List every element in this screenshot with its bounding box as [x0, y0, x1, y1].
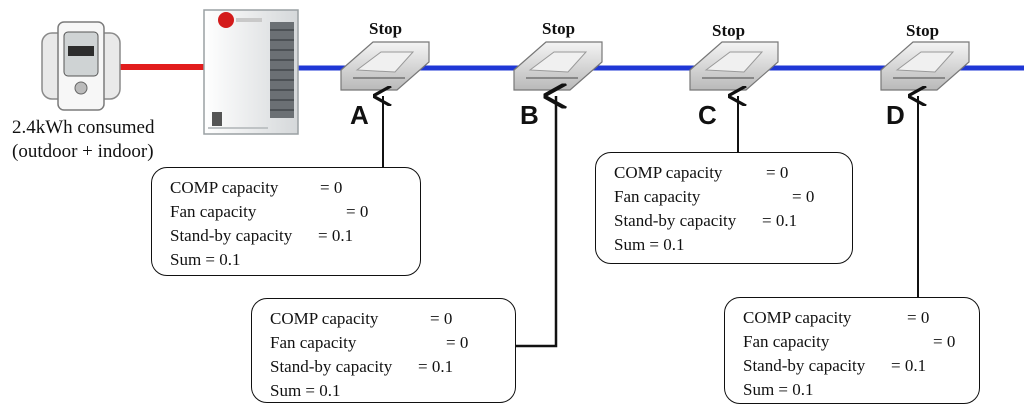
standby-capacity-label: Stand-by capacity [743, 356, 866, 375]
capacity-box-b: COMP capacity = 0 Fan capacity = 0 Stand-b… [251, 298, 516, 403]
fan-capacity-label: Fan capacity [170, 202, 257, 221]
comp-capacity-value: = 0 [430, 309, 453, 328]
unit-c-status: Stop [712, 21, 746, 40]
comp-capacity-value: = 0 [907, 308, 930, 327]
capacity-box-c: COMP capacity = 0 Fan capacity = 0 Stand-b… [595, 152, 853, 264]
comp-capacity-label: COMP capacity [270, 309, 379, 328]
fan-capacity-value: = 0 [933, 332, 956, 351]
unit-b-status: Stop [542, 19, 576, 38]
fan-capacity-label: Fan capacity [614, 187, 701, 206]
indoor-unit-d-icon [880, 41, 970, 91]
indoor-unit-b-icon [513, 41, 603, 91]
standby-capacity-value: = 0.1 [318, 226, 354, 245]
meter-caption-line2: (outdoor + indoor) [12, 141, 154, 162]
standby-capacity-value: = 0.1 [762, 211, 798, 230]
unit-d-letter: D [886, 100, 905, 130]
capacity-sum: Sum = 0.1 [743, 380, 814, 399]
standby-capacity-value: = 0.1 [418, 357, 454, 376]
capacity-sum: Sum = 0.1 [170, 250, 241, 269]
capacity-sum: Sum = 0.1 [270, 381, 341, 400]
comp-capacity-value: = 0 [320, 178, 343, 197]
standby-capacity-label: Stand-by capacity [614, 211, 737, 230]
unit-d-status: Stop [906, 21, 940, 40]
unit-c-letter: C [698, 100, 717, 130]
comp-capacity-value: = 0 [766, 163, 789, 182]
fan-capacity-label: Fan capacity [743, 332, 830, 351]
indoor-unit-c-icon [689, 41, 779, 91]
unit-a-status: Stop [369, 19, 403, 38]
comp-capacity-label: COMP capacity [743, 308, 852, 327]
fan-capacity-value: = 0 [792, 187, 815, 206]
comp-capacity-label: COMP capacity [614, 163, 723, 182]
outdoor-unit-icon [203, 9, 299, 135]
unit-a-letter: A [350, 100, 369, 130]
capacity-box-d: COMP capacity = 0 Fan capacity = 0 Stand-b… [724, 297, 980, 404]
standby-capacity-value: = 0.1 [891, 356, 927, 375]
fan-capacity-value: = 0 [446, 333, 469, 352]
meter-caption-line1: 2.4kWh consumed [12, 117, 155, 138]
energy-meter-icon [41, 21, 121, 111]
capacity-sum: Sum = 0.1 [614, 235, 685, 254]
indoor-unit-a-icon [340, 41, 430, 91]
fan-capacity-label: Fan capacity [270, 333, 357, 352]
standby-capacity-label: Stand-by capacity [170, 226, 293, 245]
unit-b-letter: B [520, 100, 539, 130]
meter-caption: 2.4kWh consumed (outdoor + indoor) [12, 116, 154, 164]
fan-capacity-value: = 0 [346, 202, 369, 221]
connector-arrow-b [516, 96, 556, 348]
standby-capacity-label: Stand-by capacity [270, 357, 393, 376]
capacity-box-a: COMP capacity = 0 Fan capacity = 0 Stand-b… [151, 167, 421, 276]
comp-capacity-label: COMP capacity [170, 178, 279, 197]
